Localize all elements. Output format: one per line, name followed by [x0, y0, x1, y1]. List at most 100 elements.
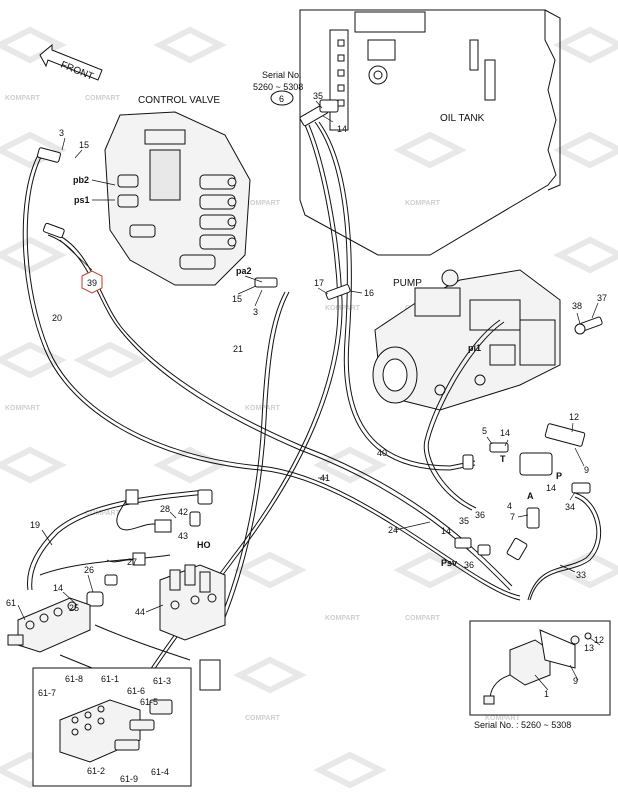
callout-42: 42 — [178, 507, 188, 517]
callout-34: 34 — [565, 502, 575, 512]
valve-block-61 — [7, 597, 91, 653]
callout-4: 4 — [507, 501, 512, 511]
callout-14: 14 — [441, 526, 451, 536]
detail-label: 61-6 — [127, 686, 145, 696]
port-Psv: Psv — [441, 558, 457, 568]
callout-6: 6 — [279, 94, 284, 104]
hex-callout-39: 39 — [81, 270, 103, 294]
watermark-text: COMPART — [85, 95, 121, 102]
callout-16: 16 — [364, 288, 374, 298]
leader-lines — [17, 100, 601, 691]
callout-35: 35 — [459, 516, 469, 526]
solenoid-manifold — [159, 564, 226, 691]
watermark-text: COMPART — [245, 715, 281, 722]
callout-3: 3 — [59, 128, 64, 138]
port-pa2: pa2 — [236, 266, 252, 276]
fittings — [37, 99, 603, 607]
watermark-row-3 — [0, 236, 618, 274]
callout-35: 35 — [313, 91, 323, 101]
callout-24: 24 — [388, 525, 398, 535]
callout-7: 7 — [510, 512, 515, 522]
watermark-row-1 — [0, 26, 618, 64]
callout-14: 14 — [53, 583, 63, 593]
callout-43: 43 — [178, 531, 188, 541]
callout-37: 37 — [597, 293, 607, 303]
callout-38: 38 — [572, 301, 582, 311]
watermark-text: COMPART — [405, 615, 441, 622]
callout-9: 9 — [573, 676, 578, 686]
detail-label: 61-7 — [38, 688, 56, 698]
callout-12: 12 — [569, 412, 579, 422]
detail-label: 61-5 — [140, 697, 158, 707]
watermark-row-6 — [233, 551, 618, 589]
callout-19: 19 — [30, 520, 40, 530]
port-A: A — [527, 491, 534, 501]
watermark-row-4 — [0, 341, 147, 379]
serial-top-line2: 5260 ~ 5308 — [253, 82, 303, 92]
port-T: T — [500, 454, 506, 464]
callout-5: 5 — [482, 426, 487, 436]
pump-label: PUMP — [393, 278, 422, 289]
detail-label: 61-8 — [65, 674, 83, 684]
detail-label: 61-1 — [101, 674, 119, 684]
callout-40: 40 — [377, 448, 387, 458]
control-valve — [104, 111, 251, 286]
watermark-text: KOMPART — [5, 405, 41, 412]
oil-tank-label: OIL TANK — [440, 113, 485, 124]
callout-numbers: 3 15 20 15 3 21 35 14 17 16 38 37 12 5 1… — [6, 91, 607, 699]
callout-26: 26 — [84, 565, 94, 575]
callout-6-bubble — [270, 90, 294, 106]
callout-15: 15 — [232, 294, 242, 304]
detail-label: 61-9 — [120, 774, 138, 784]
port-pb2: pb2 — [73, 175, 89, 185]
callout-21: 21 — [233, 344, 243, 354]
callout-36: 36 — [464, 560, 474, 570]
callout-15: 15 — [79, 140, 89, 150]
callout-20: 20 — [52, 313, 62, 323]
detail-label: 61-3 — [153, 676, 171, 686]
oil-tank — [299, 9, 561, 256]
port-HO: HO — [197, 540, 211, 550]
callout-17: 17 — [314, 278, 324, 288]
serial-callout-top: Serial No. 5260 ~ 5308 6 — [253, 70, 303, 106]
port-P: P — [556, 471, 562, 481]
watermark-text: COMPART — [85, 510, 121, 517]
callout-27: 27 — [127, 557, 137, 567]
callout-33: 33 — [576, 570, 586, 580]
callout-36: 36 — [475, 510, 485, 520]
harness — [106, 489, 172, 566]
callout-14: 14 — [500, 428, 510, 438]
callout-44: 44 — [135, 607, 145, 617]
port-ps1: ps1 — [74, 195, 90, 205]
callout-39: 39 — [87, 278, 97, 288]
serial-top-line1: Serial No. — [262, 70, 302, 80]
detail-label: 61-4 — [151, 767, 169, 777]
callout-61: 61 — [6, 598, 16, 608]
watermark-text: KOMPART — [485, 715, 521, 722]
watermark-row-2 — [0, 131, 618, 169]
callout-28: 28 — [160, 504, 170, 514]
watermark-text: KOMPART — [5, 95, 41, 102]
callout-25: 25 — [69, 603, 79, 613]
detail-inset-left — [32, 654, 192, 787]
port-labels: pb2 ps1 pa2 pi1 T P A Psv HO — [73, 175, 562, 568]
watermark-text: KOMPART — [405, 200, 441, 207]
watermark-text: KOMPART — [325, 615, 361, 622]
callout-13: 13 — [584, 643, 594, 653]
callout-14: 14 — [337, 124, 347, 134]
watermark-text: COMPART — [245, 200, 281, 207]
detail-label: 61-2 — [87, 766, 105, 776]
watermark-text: KOMPART — [325, 305, 361, 312]
serial-bottom: Serial No. : 5260 ~ 5308 — [474, 720, 571, 730]
callout-1: 1 — [544, 689, 549, 699]
callout-3: 3 — [253, 307, 258, 317]
detail-left-labels: 61-8 61-1 61-3 61-7 61-6 61-5 61-2 61-9 … — [38, 674, 171, 784]
callout-9: 9 — [584, 465, 589, 475]
callout-12: 12 — [594, 635, 604, 645]
pump — [372, 269, 561, 411]
port-pi1: pi1 — [468, 343, 481, 353]
detail-inset-right — [469, 620, 611, 716]
front-arrow: FRONT — [39, 43, 103, 83]
